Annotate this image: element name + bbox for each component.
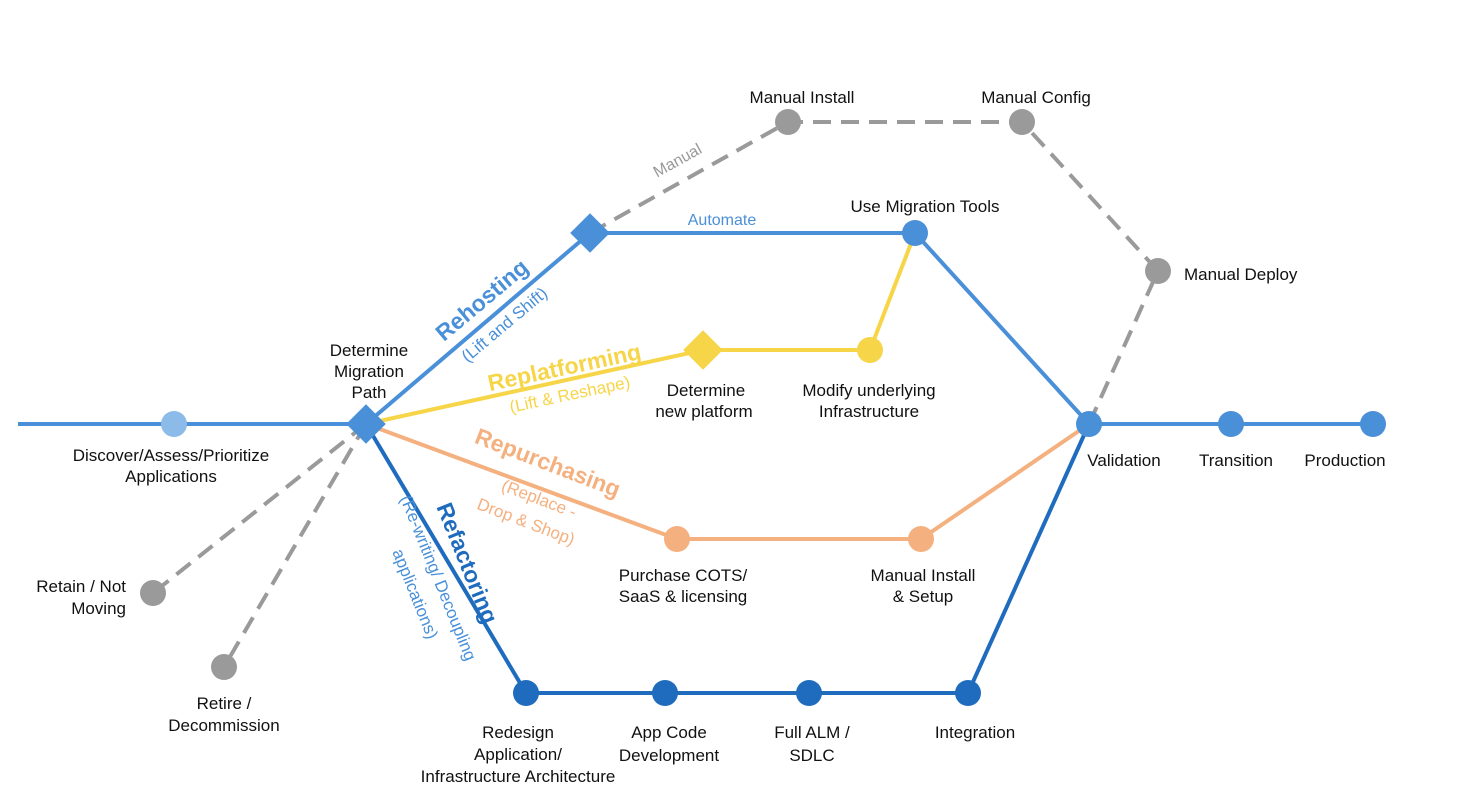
determine-path-label-2: Migration [334, 362, 404, 381]
manual-install-setup-label-2: & Setup [893, 587, 954, 606]
repurchase-line [365, 422, 1091, 541]
manual-path-lines [151, 120, 1161, 669]
retain-label-1: Retain / Not [36, 577, 126, 596]
determine-platform-label-1: Determine [667, 381, 745, 400]
modify-infra-label-2: Infrastructure [819, 402, 919, 421]
rehost-decision-node[interactable] [570, 213, 610, 253]
determine-path-label-3: Path [352, 383, 387, 402]
manual-config-node[interactable] [1009, 109, 1035, 135]
modify-infra-label-1: Modify underlying [802, 381, 935, 400]
determine-platform-label-2: new platform [655, 402, 752, 421]
validation-label: Validation [1087, 451, 1160, 470]
validation-node[interactable] [1076, 411, 1102, 437]
app-code-label-1: App Code [631, 723, 707, 742]
use-migration-tools-label: Use Migration Tools [851, 197, 1000, 216]
manual-deploy-label: Manual Deploy [1184, 265, 1298, 284]
modify-infra-node[interactable] [857, 337, 883, 363]
full-alm-node[interactable] [796, 680, 822, 706]
retain-node[interactable] [140, 580, 166, 606]
manual-install-label: Manual Install [750, 88, 855, 107]
manual-install-setup-label-1: Manual Install [871, 566, 976, 585]
app-code-label-2: Development [619, 746, 719, 765]
purchase-cots-node[interactable] [664, 526, 690, 552]
determine-path-node[interactable] [346, 404, 386, 444]
retain-label-2: Moving [71, 599, 126, 618]
full-alm-label-2: SDLC [789, 746, 834, 765]
determine-platform-node[interactable] [683, 330, 723, 370]
refactor-line [364, 422, 1091, 695]
discover-label-2: Applications [125, 467, 217, 486]
determine-path-label-1: Determine [330, 341, 408, 360]
node-labels: Discover/Assess/Prioritize Applications … [36, 88, 1385, 786]
transition-node[interactable] [1218, 411, 1244, 437]
redesign-label-2: Application/ [474, 745, 562, 764]
redesign-label-1: Redesign [482, 723, 554, 742]
redesign-node[interactable] [513, 680, 539, 706]
transition-label: Transition [1199, 451, 1273, 470]
retire-label-1: Retire / [197, 694, 252, 713]
app-code-node[interactable] [652, 680, 678, 706]
use-migration-tools-node[interactable] [902, 220, 928, 246]
production-label: Production [1304, 451, 1385, 470]
purchase-cots-label-2: SaaS & licensing [619, 587, 748, 606]
rehost-line [364, 231, 1091, 426]
redesign-label-3: Infrastructure Architecture [421, 767, 616, 786]
manual-config-label: Manual Config [981, 88, 1091, 107]
production-node[interactable] [1360, 411, 1386, 437]
retire-node[interactable] [211, 654, 237, 680]
retain-line [151, 422, 368, 595]
replatform-line [365, 232, 917, 426]
full-alm-label-1: Full ALM / [774, 723, 850, 742]
nodes [140, 109, 1386, 706]
automate-segment-label: Automate [688, 212, 757, 229]
integration-label: Integration [935, 723, 1015, 742]
retire-line [222, 422, 368, 669]
purchase-cots-label-1: Purchase COTS/ [619, 566, 748, 585]
manual-install-node[interactable] [775, 109, 801, 135]
manual-deploy-node[interactable] [1145, 258, 1171, 284]
integration-node[interactable] [955, 680, 981, 706]
discover-node[interactable] [161, 411, 187, 437]
retire-label-2: Decommission [168, 716, 279, 735]
discover-label-1: Discover/Assess/Prioritize [73, 446, 270, 465]
manual-install-setup-node[interactable] [908, 526, 934, 552]
